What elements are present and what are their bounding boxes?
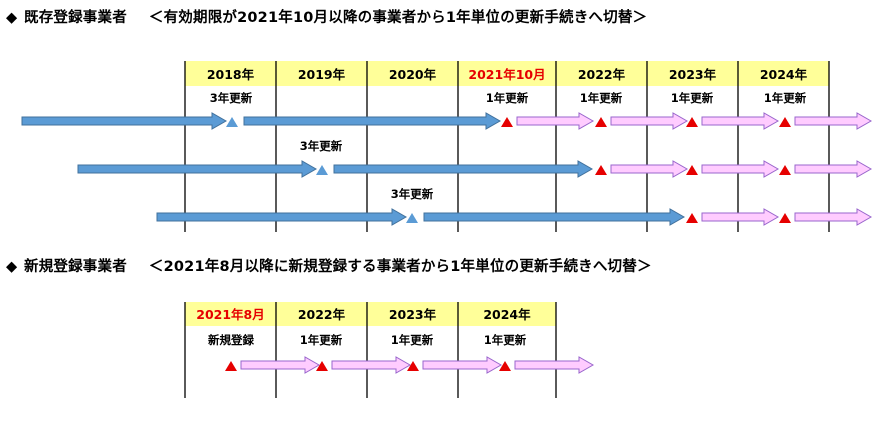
blue-triangle-marker	[316, 165, 328, 175]
blue-arrow	[333, 160, 594, 178]
red-triangle-marker	[316, 361, 328, 371]
year-header-cell	[738, 61, 829, 86]
blue-arrow	[423, 208, 686, 226]
renewal-3yr-label: 3年更新	[391, 187, 434, 201]
pink-arrow	[240, 356, 321, 374]
red-triangle-marker	[499, 361, 511, 371]
year-label: 2019年	[298, 67, 346, 82]
blue-arrow	[156, 208, 408, 226]
red-triangle-marker	[501, 117, 513, 127]
pink-arrow	[794, 112, 873, 130]
year-header-cell	[185, 302, 276, 326]
section1-title: ◆ 既存登録事業者 ＜有効期限が2021年10月以降の事業者から1年単位の更新手続き…	[6, 6, 647, 27]
blue-arrow	[77, 160, 318, 178]
pink-arrow	[794, 160, 873, 178]
renewal-1yr-label: 1年更新	[764, 91, 807, 105]
year-header-cell	[185, 61, 276, 86]
year-label: 2022年	[298, 307, 346, 322]
year-label: 2021年8月	[196, 307, 265, 322]
year-header-cell	[458, 302, 556, 326]
blue-triangle-marker	[406, 213, 418, 223]
year-label: 2020年	[389, 67, 437, 82]
pink-arrow	[514, 356, 595, 374]
pink-arrow	[701, 208, 780, 226]
red-triangle-marker	[407, 361, 419, 371]
diamond-bullet-icon: ◆	[6, 259, 18, 275]
renewal-1yr-label: 1年更新	[391, 333, 434, 347]
new-registration-label: 新規登録	[208, 333, 254, 347]
blue-arrow	[21, 112, 228, 130]
year-label: 2018年	[207, 67, 255, 82]
renewal-1yr-label: 1年更新	[484, 333, 527, 347]
year-label: 2024年	[483, 307, 531, 322]
section1-subtitle: ＜有効期限が2021年10月以降の事業者から1年単位の更新手続きへ切替＞	[148, 10, 648, 26]
pink-arrow	[516, 112, 595, 130]
red-triangle-marker	[686, 165, 698, 175]
red-triangle-marker	[779, 117, 791, 127]
year-header-cell	[367, 61, 458, 86]
section2-title: ◆ 新規登録事業者 ＜2021年8月以降に新規登録する事業者から1年単位の更新手続き…	[6, 255, 652, 276]
year-header-cell	[367, 302, 458, 326]
year-label: 2023年	[669, 67, 717, 82]
section1-heading: 既存登録事業者	[24, 10, 127, 26]
year-header-cell	[276, 61, 367, 86]
renewal-1yr-label: 1年更新	[300, 333, 343, 347]
red-triangle-marker	[686, 117, 698, 127]
pink-arrow	[610, 112, 689, 130]
year-header-cell	[647, 61, 738, 86]
section2-subtitle: ＜2021年8月以降に新規登録する事業者から1年単位の更新手続きへ切替＞	[148, 259, 652, 275]
red-triangle-marker	[779, 165, 791, 175]
renewal-1yr-label: 1年更新	[486, 91, 529, 105]
year-header-cell	[276, 302, 367, 326]
pink-arrow	[422, 356, 503, 374]
red-triangle-marker	[595, 165, 607, 175]
renewal-3yr-label: 3年更新	[300, 139, 343, 153]
year-label: 2023年	[389, 307, 437, 322]
red-triangle-marker	[225, 361, 237, 371]
renewal-1yr-label: 1年更新	[671, 91, 714, 105]
blue-triangle-marker	[226, 117, 238, 127]
red-triangle-marker	[779, 213, 791, 223]
year-label: 2024年	[760, 67, 808, 82]
section2-heading: 新規登録事業者	[24, 259, 127, 275]
renewal-1yr-label: 1年更新	[580, 91, 623, 105]
diamond-bullet-icon: ◆	[6, 10, 18, 26]
year-label: 2022年	[578, 67, 626, 82]
blue-arrow	[243, 112, 502, 130]
pink-arrow	[610, 160, 689, 178]
pink-arrow	[331, 356, 412, 374]
year-header-cell	[458, 61, 556, 86]
pink-arrow	[701, 112, 780, 130]
red-triangle-marker	[686, 213, 698, 223]
year-header-cell	[556, 61, 647, 86]
year-label: 2021年10月	[468, 67, 545, 82]
pink-arrow	[794, 208, 873, 226]
pink-arrow	[701, 160, 780, 178]
renewal-3yr-label: 3年更新	[210, 91, 253, 105]
red-triangle-marker	[595, 117, 607, 127]
